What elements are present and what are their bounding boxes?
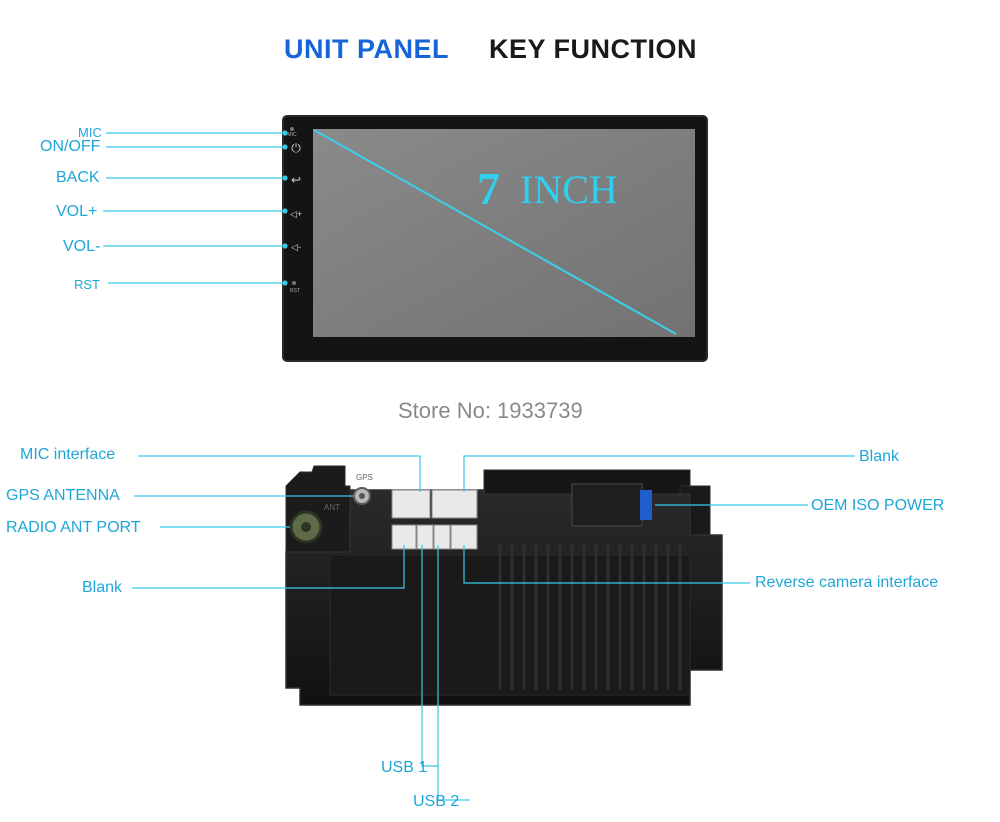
label-reverse-camera: Reverse camera interface	[755, 574, 939, 591]
screen	[313, 129, 695, 337]
reset-hole-icon[interactable]	[292, 281, 296, 285]
radio-antenna-pin	[301, 522, 311, 532]
label-rst: RST	[74, 277, 100, 292]
mic-hole-icon	[290, 127, 294, 131]
screen-size-unit: INCH	[520, 167, 618, 212]
mic-mark: MIC	[287, 132, 297, 138]
usb1-connector[interactable]	[416, 524, 434, 550]
label-oem-iso-power: OEM ISO POWER	[811, 497, 945, 514]
blank-connector-top[interactable]	[431, 489, 478, 519]
rear-callout-lines	[132, 455, 855, 801]
gps-antenna-pin	[359, 493, 365, 499]
screen-diagonal	[313, 129, 677, 335]
title-key-function: KEY FUNCTION	[489, 34, 698, 64]
iso-power-clip	[640, 490, 652, 520]
label-blank-left: Blank	[82, 579, 123, 596]
rear-bracket	[285, 465, 351, 556]
gps-mark: GPS	[356, 473, 373, 482]
label-mic-interface: MIC interface	[20, 446, 116, 463]
volume-down-icon[interactable]: ◁-	[291, 242, 301, 252]
oem-iso-power-connector[interactable]	[571, 483, 643, 527]
label-radio-ant-port: RADIO ANT PORT	[6, 519, 141, 536]
label-on-off: ON/OFF	[40, 138, 101, 155]
volume-up-icon[interactable]: ◁+	[290, 209, 302, 219]
rear-panel: ANT GPS	[285, 465, 723, 706]
store-watermark: Store No: 1933739	[398, 398, 583, 423]
back-icon[interactable]: ↩	[291, 173, 301, 187]
screen-size-number: 7	[477, 163, 500, 214]
mic-interface-connector[interactable]	[391, 489, 431, 519]
usb2-connector[interactable]	[433, 524, 451, 550]
rear-lower-board	[329, 554, 691, 696]
ant-mark: ANT	[324, 503, 340, 512]
label-blank-right: Blank	[859, 448, 900, 465]
label-vol-up: VOL+	[56, 203, 98, 220]
front-callout-lines	[103, 130, 288, 286]
label-back: BACK	[56, 169, 100, 186]
label-vol-down: VOL-	[63, 238, 101, 255]
rst-mark: RST	[290, 288, 300, 294]
label-usb2: USB 2	[413, 793, 460, 810]
label-usb1: USB 1	[381, 759, 428, 776]
label-mic: MIC	[78, 125, 102, 140]
heat-sink-fins	[498, 545, 682, 690]
label-gps-antenna: GPS ANTENNA	[6, 487, 120, 504]
title-unit-panel: UNIT PANEL	[284, 34, 449, 64]
power-icon[interactable]: ⏻	[291, 141, 301, 155]
front-panel: 7 INCH MIC ⏻ ↩ ◁+ ◁- RST	[282, 115, 708, 362]
